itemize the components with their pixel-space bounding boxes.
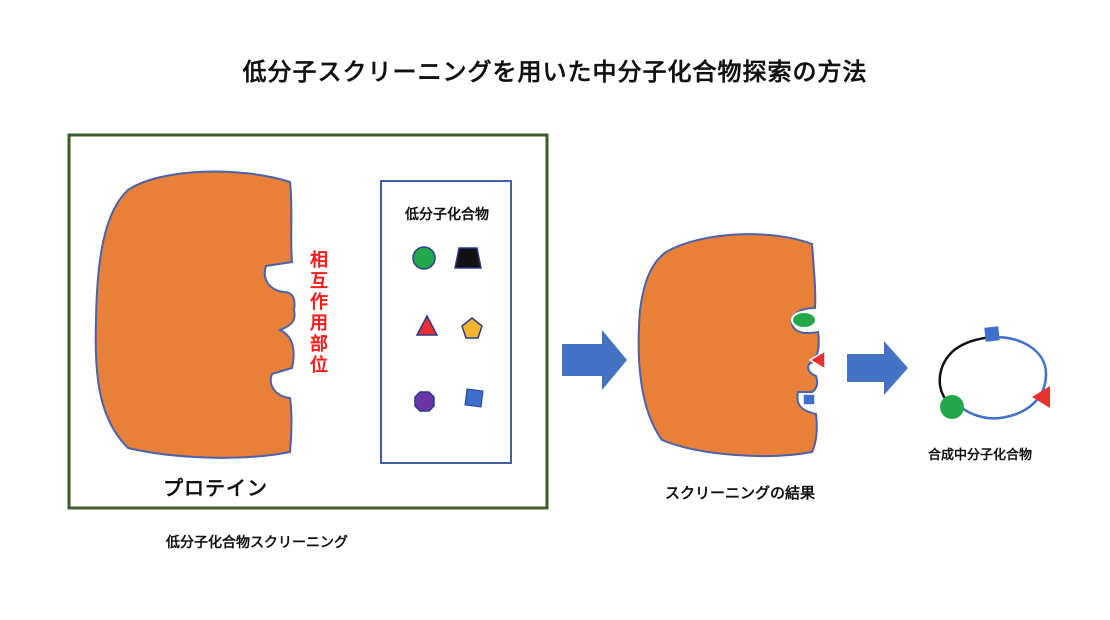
compound-box-title: 低分子化合物 — [405, 207, 489, 223]
interaction-site-label: 相 互 作 用 部 位 — [306, 250, 332, 376]
arrow-right-icon — [562, 330, 627, 390]
protein-shape — [94, 170, 296, 459]
bound-green-circle-icon — [791, 311, 817, 329]
diagram-title: 低分子スクリーニングを用いた中分子化合物探索の方法 — [242, 58, 868, 86]
result-caption: スクリーニングの結果 — [664, 484, 815, 502]
green-circle-icon — [412, 246, 436, 270]
bound-red-triangle-icon — [808, 349, 826, 371]
product-blue-square-icon — [984, 326, 1000, 342]
linker-blue-line — [961, 335, 1048, 420]
site-char: 用 — [310, 313, 328, 334]
site-char: 部 — [310, 334, 328, 355]
arrow-right-icon-2 — [847, 341, 908, 395]
site-char: 互 — [310, 271, 328, 292]
screening-caption: 低分子化合物スクリーニング — [166, 535, 348, 551]
site-char: 位 — [310, 355, 328, 376]
purple-octagon-icon — [414, 391, 435, 412]
protein-label: プロテイン — [163, 476, 268, 500]
linker-black-line — [938, 335, 993, 405]
product-caption: 合成中分子化合物 — [927, 448, 1032, 463]
site-char: 相 — [310, 250, 328, 271]
site-char: 作 — [310, 292, 328, 313]
bound-blue-square-icon — [802, 393, 816, 406]
black-trapezoid-icon — [454, 247, 482, 269]
yellow-pentagon-icon — [461, 317, 483, 339]
screening-frame — [67, 133, 549, 510]
red-triangle-icon — [415, 314, 439, 336]
product-red-triangle-icon — [1032, 386, 1050, 408]
blue-square-icon — [464, 388, 484, 408]
product-green-circle-icon — [940, 395, 964, 419]
result-protein-shape — [637, 233, 820, 457]
compound-box — [380, 180, 512, 464]
